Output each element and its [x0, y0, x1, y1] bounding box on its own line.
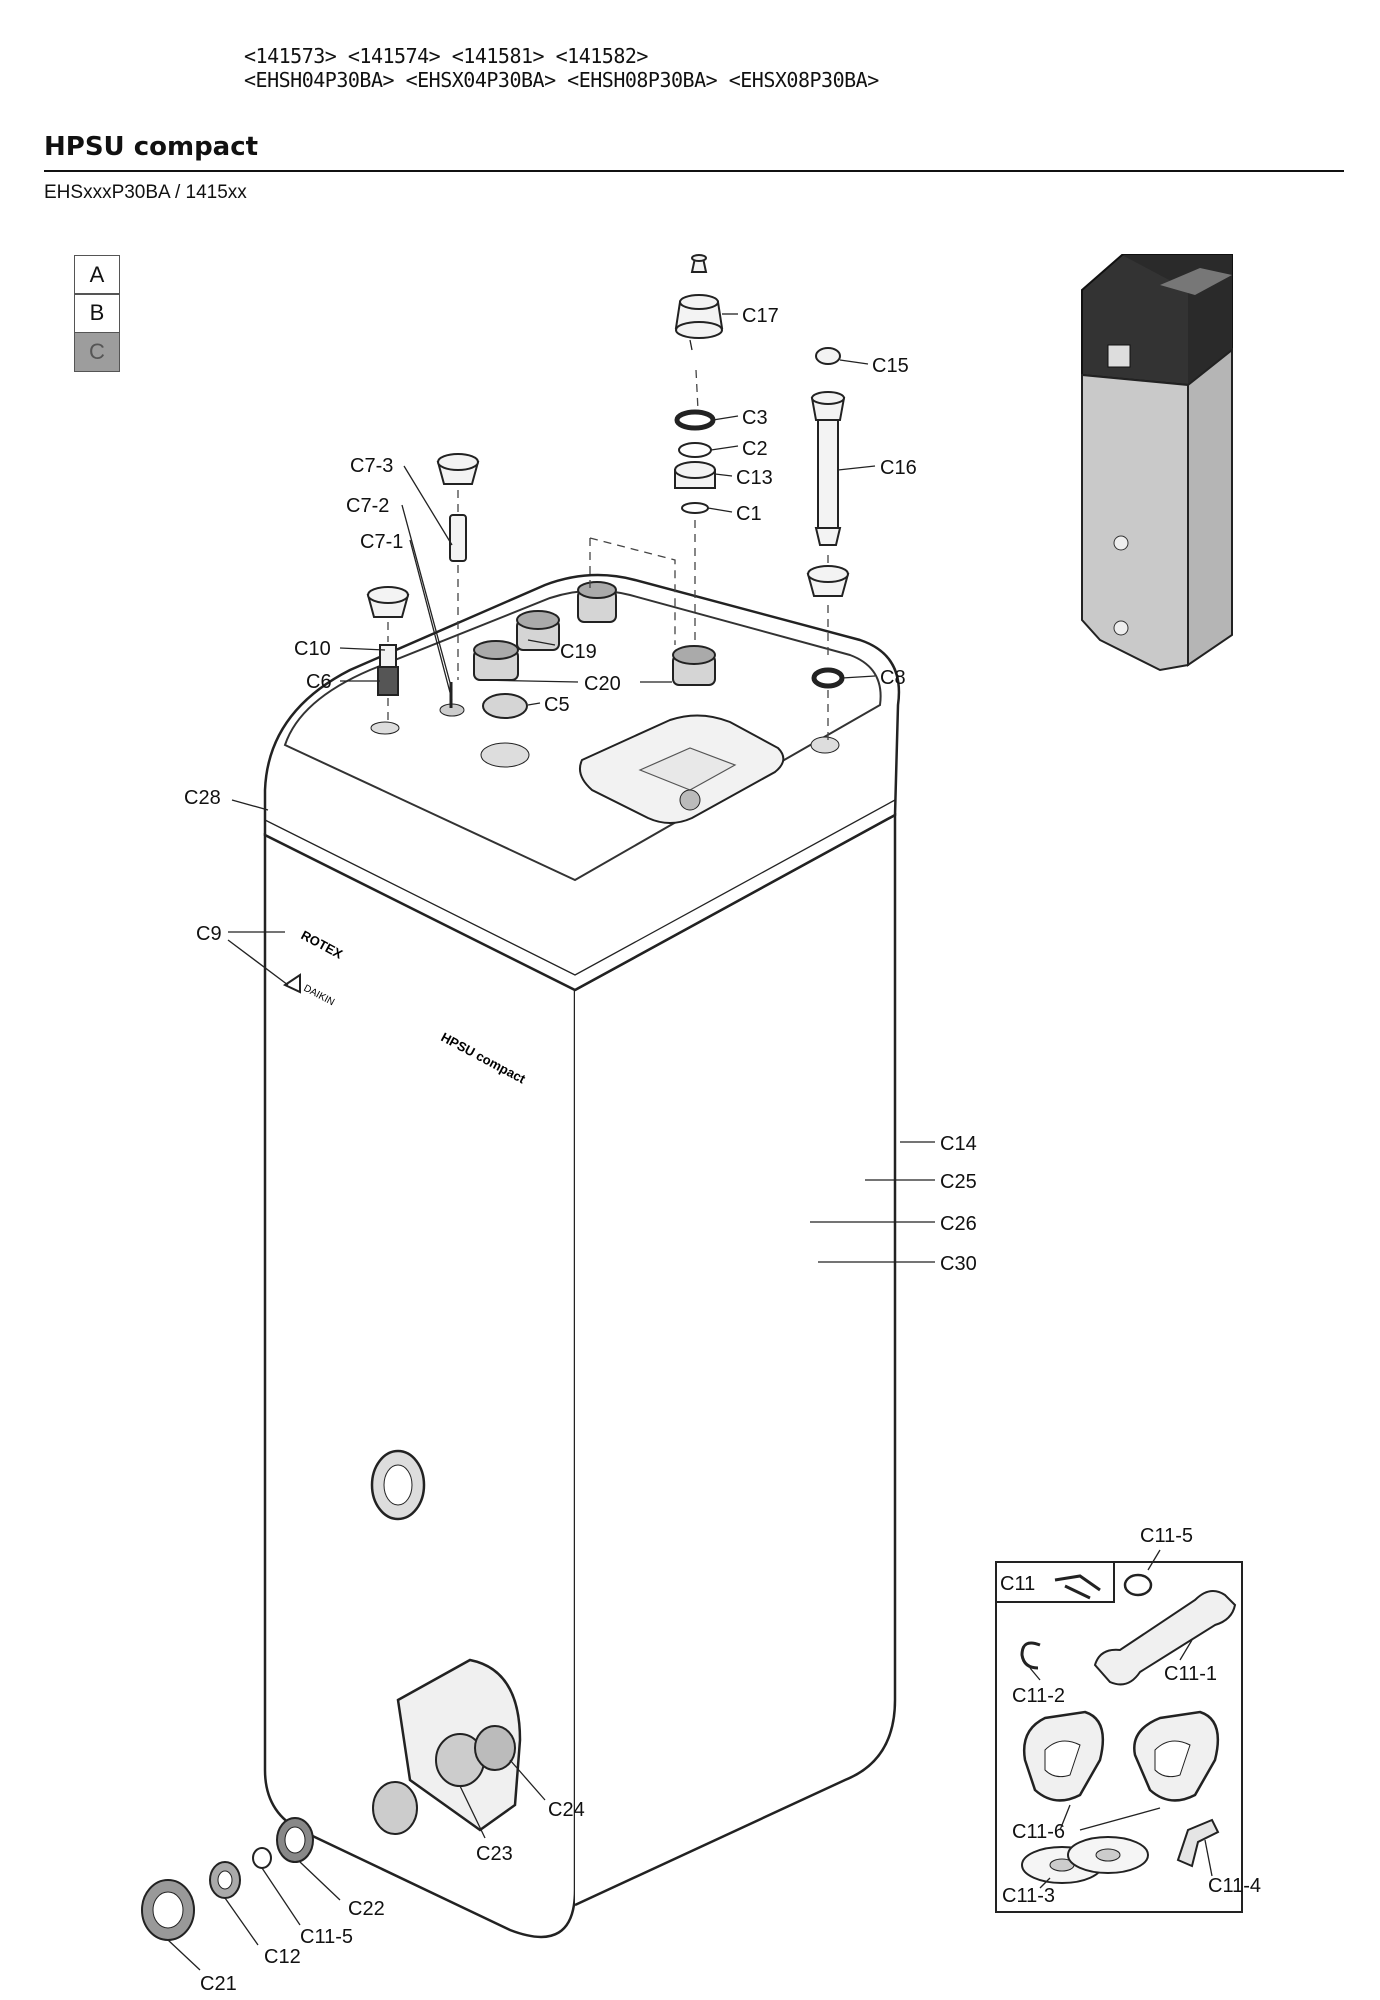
label-c11-3: C11-3: [1002, 1885, 1055, 1907]
product-thumbnail: [1081, 254, 1233, 672]
label-c25: C25: [940, 1171, 977, 1193]
label-c3: C3: [742, 407, 768, 429]
exploded-parts: [366, 254, 850, 740]
label-c6: C6: [306, 671, 332, 693]
part-labels: C17 C15 C3 C2 C13 C16 C1 C7-3 C7-2 C7-1 …: [184, 305, 977, 1995]
label-c9: C9: [196, 923, 222, 945]
model-type-codes: <EHSH04P30BA> <EHSX04P30BA> <EHSH08P30BA…: [244, 68, 879, 92]
label-c23: C23: [476, 1843, 513, 1865]
label-c7-2: C7-2: [346, 495, 389, 517]
label-c17: C17: [742, 305, 779, 327]
label-c26: C26: [940, 1213, 977, 1235]
leader-lines: [167, 313, 935, 1971]
label-c13: C13: [736, 467, 773, 489]
label-c1: C1: [736, 503, 762, 525]
label-c15: C15: [872, 355, 909, 377]
label-c21: C21: [200, 1973, 237, 1995]
label-c11-6: C11-6: [1012, 1821, 1065, 1843]
label-c5: C5: [544, 694, 570, 716]
model-codes: <141573> <141574> <141581> <141582> <EHS…: [244, 44, 879, 92]
label-c8: C8: [880, 667, 906, 689]
label-c11-1: C11-1: [1164, 1663, 1217, 1685]
label-c11-2: C11-2: [1012, 1685, 1065, 1707]
label-c11-5-kit: C11-5: [1140, 1525, 1193, 1547]
label-c10: C10: [294, 638, 331, 660]
variant-legend: A B C: [74, 254, 120, 372]
label-c22: C22: [348, 1898, 385, 1920]
page-subtitle: EHSxxxP30BA / 1415xx: [44, 182, 247, 203]
legend-a: A: [74, 254, 120, 295]
label-c7-3: C7-3: [350, 455, 393, 477]
accessory-kit-c11: C11 C11-5 C11-2 C11-1 C11-6 C11-3 C11-4: [995, 1525, 1261, 1913]
label-c19: C19: [560, 641, 597, 663]
page-title: HPSU compact: [44, 132, 259, 162]
label-c2: C2: [742, 438, 768, 460]
label-c11-4: C11-4: [1208, 1875, 1261, 1897]
title-divider: [44, 170, 1344, 172]
storage-tank: ROTEX DAIKIN HPSU compact: [263, 573, 901, 1939]
label-c30: C30: [940, 1253, 977, 1275]
legend-c: C: [74, 331, 120, 372]
label-c16: C16: [880, 457, 917, 479]
label-c12: C12: [264, 1946, 301, 1968]
bottom-parts: [141, 1817, 314, 1941]
pliers-icon: [1054, 1574, 1101, 1600]
label-c14: C14: [940, 1133, 977, 1155]
article-codes: <141573> <141574> <141581> <141582>: [244, 44, 648, 68]
label-c7-1: C7-1: [360, 531, 403, 553]
label-c28: C28: [184, 787, 221, 809]
label-c24: C24: [548, 1799, 585, 1821]
label-c11: C11: [1000, 1573, 1035, 1595]
label-c20: C20: [584, 673, 621, 695]
label-c11-5-bottom: C11-5: [300, 1926, 353, 1948]
